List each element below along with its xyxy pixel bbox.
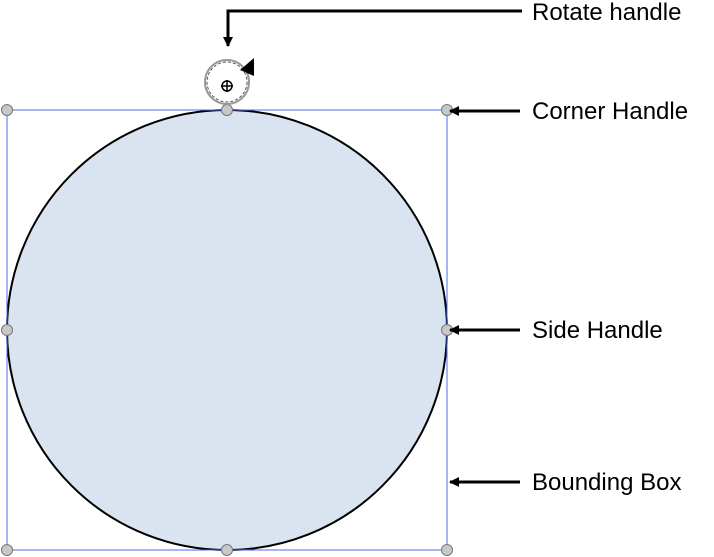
side-handle-bottom[interactable]: [221, 544, 233, 556]
rotate-callout-arrow: [223, 9, 522, 47]
handles: [1, 104, 453, 556]
rotate-handle-label: Rotate handle: [532, 0, 681, 26]
circle-shape[interactable]: [6, 109, 448, 551]
corner-handle-label: Corner Handle: [532, 98, 688, 125]
corner-handle-top-left[interactable]: [1, 104, 13, 116]
side-handle-left[interactable]: [1, 324, 13, 336]
side-handle-label: Side Handle: [532, 317, 663, 344]
side-handle-top[interactable]: [221, 104, 233, 116]
bounding-box-label: Bounding Box: [532, 469, 681, 496]
rotate-arrow-icon[interactable]: [204, 58, 254, 105]
corner-handle-bottom-right[interactable]: [441, 544, 453, 556]
corner-handle-bottom-left[interactable]: [1, 544, 13, 556]
